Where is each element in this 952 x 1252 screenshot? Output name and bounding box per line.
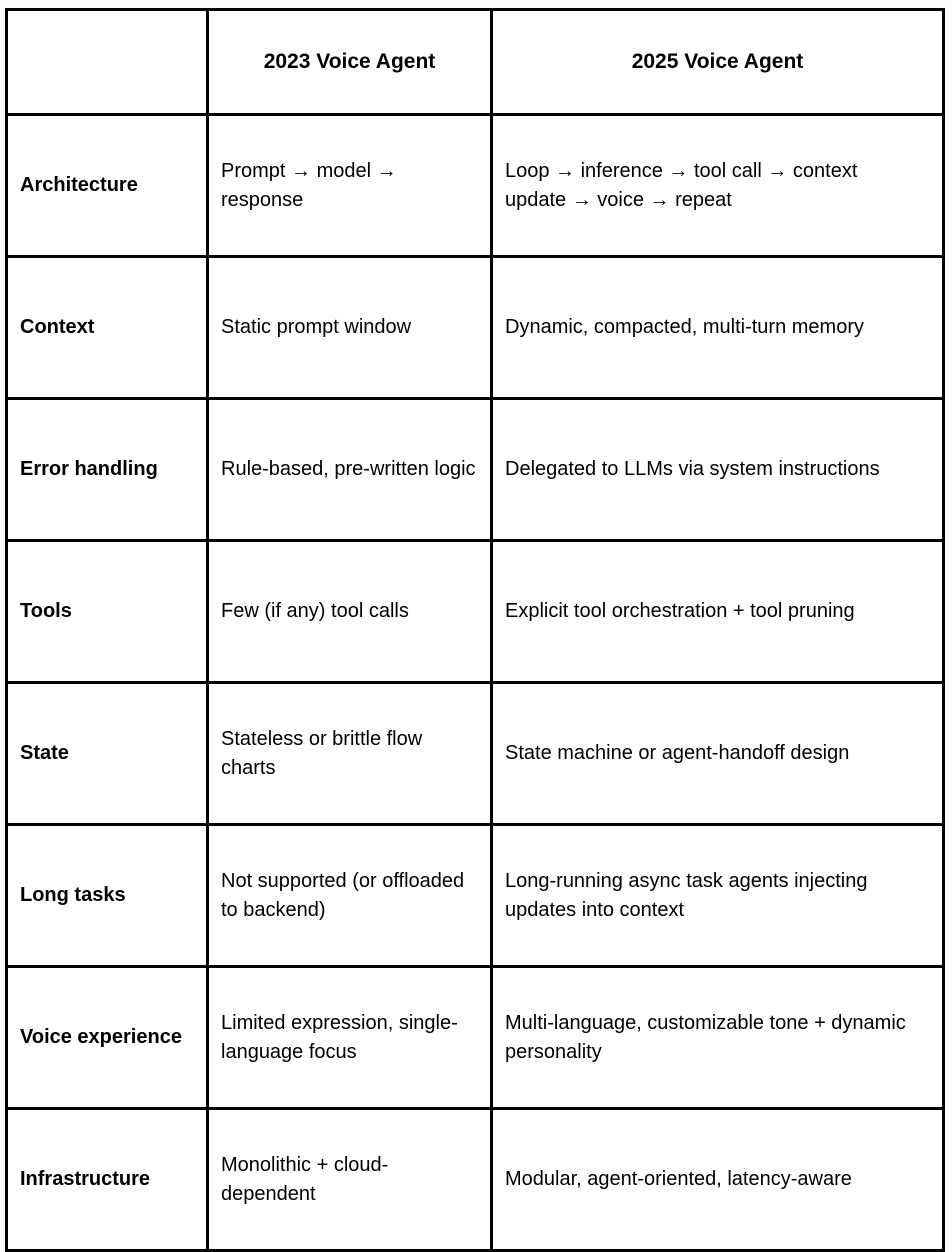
cell-2025: Delegated to LLMs via system instruction… [490, 397, 945, 542]
cell-2025-long-tasks: Long-running async task agents injecting… [505, 869, 868, 921]
cell-2023-error-handling: Rule-based, pre-written logic [221, 458, 476, 480]
cell-2025-state: State machine or agent-handoff design [505, 742, 850, 764]
cell-2025-voice-experience: Multi-language, customizable tone + dyna… [505, 1011, 906, 1063]
table-header-row: 2023 Voice Agent 2025 Voice Agent [5, 8, 945, 116]
cell-2025-infrastructure: Modular, agent-oriented, latency-aware [505, 1168, 852, 1190]
cell-2025-error-handling: Delegated to LLMs via system instruction… [505, 458, 880, 480]
cell-2025-tools: Explicit tool orchestration + tool pruni… [505, 600, 855, 622]
table-row: Voice experience Limited expression, sin… [5, 965, 945, 1110]
table-row: Error handling Rule-based, pre-written l… [5, 397, 945, 542]
cell-2025: Multi-language, customizable tone + dyna… [490, 965, 945, 1110]
row-label-tools: Tools [20, 600, 72, 623]
cell-2023-voice-experience: Limited expression, single-language focu… [221, 1011, 458, 1063]
table-body: Architecture Prompt → model → response L… [5, 113, 945, 1252]
table-row: Tools Few (if any) tool calls Explicit t… [5, 539, 945, 684]
cell-2023-infrastructure: Monolithic + cloud-dependent [221, 1153, 389, 1205]
row-label-architecture: Architecture [20, 174, 138, 197]
table-header: 2023 Voice Agent 2025 Voice Agent [5, 8, 945, 116]
table-row: Long tasks Not supported (or offloaded t… [5, 823, 945, 968]
cell-2025: Dynamic, compacted, multi-turn memory [490, 255, 945, 400]
row-label-context: Context [20, 316, 95, 339]
header-label-2025: 2025 Voice Agent [631, 50, 804, 74]
row-label-cell: Architecture [5, 113, 209, 258]
cell-2025: Loop → inference → tool call → context u… [490, 113, 945, 258]
cell-2025-architecture: Loop → inference → tool call → context u… [505, 159, 858, 211]
row-label-voice-experience: Voice experience [20, 1026, 182, 1049]
row-label-state: State [20, 742, 69, 765]
cell-2023: Limited expression, single-language focu… [206, 965, 493, 1110]
header-label-2023: 2023 Voice Agent [263, 50, 436, 74]
cell-2023: Stateless or brittle flow charts [206, 681, 493, 826]
cell-2025: State machine or agent-handoff design [490, 681, 945, 826]
cell-2023: Not supported (or offloaded to backend) [206, 823, 493, 968]
table-row: Infrastructure Monolithic + cloud-depend… [5, 1107, 945, 1252]
cell-2023: Monolithic + cloud-dependent [206, 1107, 493, 1252]
header-cell-aspect [5, 8, 209, 116]
row-label-cell: Error handling [5, 397, 209, 542]
cell-2025: Explicit tool orchestration + tool pruni… [490, 539, 945, 684]
table-row: Architecture Prompt → model → response L… [5, 113, 945, 258]
comparison-table-container: 2023 Voice Agent 2025 Voice Agent Archit… [5, 8, 945, 1252]
row-label-cell: State [5, 681, 209, 826]
row-label-cell: Infrastructure [5, 1107, 209, 1252]
cell-2023: Few (if any) tool calls [206, 539, 493, 684]
cell-2023: Static prompt window [206, 255, 493, 400]
cell-2025: Modular, agent-oriented, latency-aware [490, 1107, 945, 1252]
cell-2023: Rule-based, pre-written logic [206, 397, 493, 542]
row-label-cell: Context [5, 255, 209, 400]
cell-2025-context: Dynamic, compacted, multi-turn memory [505, 316, 864, 338]
row-label-infrastructure: Infrastructure [20, 1168, 151, 1191]
comparison-table: 2023 Voice Agent 2025 Voice Agent Archit… [5, 8, 945, 1252]
row-label-error-handling: Error handling [20, 458, 158, 481]
header-cell-2025: 2025 Voice Agent [490, 8, 945, 116]
row-label-cell: Long tasks [5, 823, 209, 968]
cell-2023-state: Stateless or brittle flow charts [221, 727, 423, 779]
table-row: State Stateless or brittle flow charts S… [5, 681, 945, 826]
cell-2023-tools: Few (if any) tool calls [221, 600, 409, 622]
cell-2023-long-tasks: Not supported (or offloaded to backend) [221, 869, 465, 921]
table-row: Context Static prompt window Dynamic, co… [5, 255, 945, 400]
row-label-cell: Tools [5, 539, 209, 684]
row-label-long-tasks: Long tasks [20, 884, 126, 907]
cell-2025: Long-running async task agents injecting… [490, 823, 945, 968]
cell-2023-architecture: Prompt → model → response [221, 159, 397, 211]
cell-2023: Prompt → model → response [206, 113, 493, 258]
row-label-cell: Voice experience [5, 965, 209, 1110]
cell-2023-context: Static prompt window [221, 316, 412, 338]
header-cell-2023: 2023 Voice Agent [206, 8, 493, 116]
